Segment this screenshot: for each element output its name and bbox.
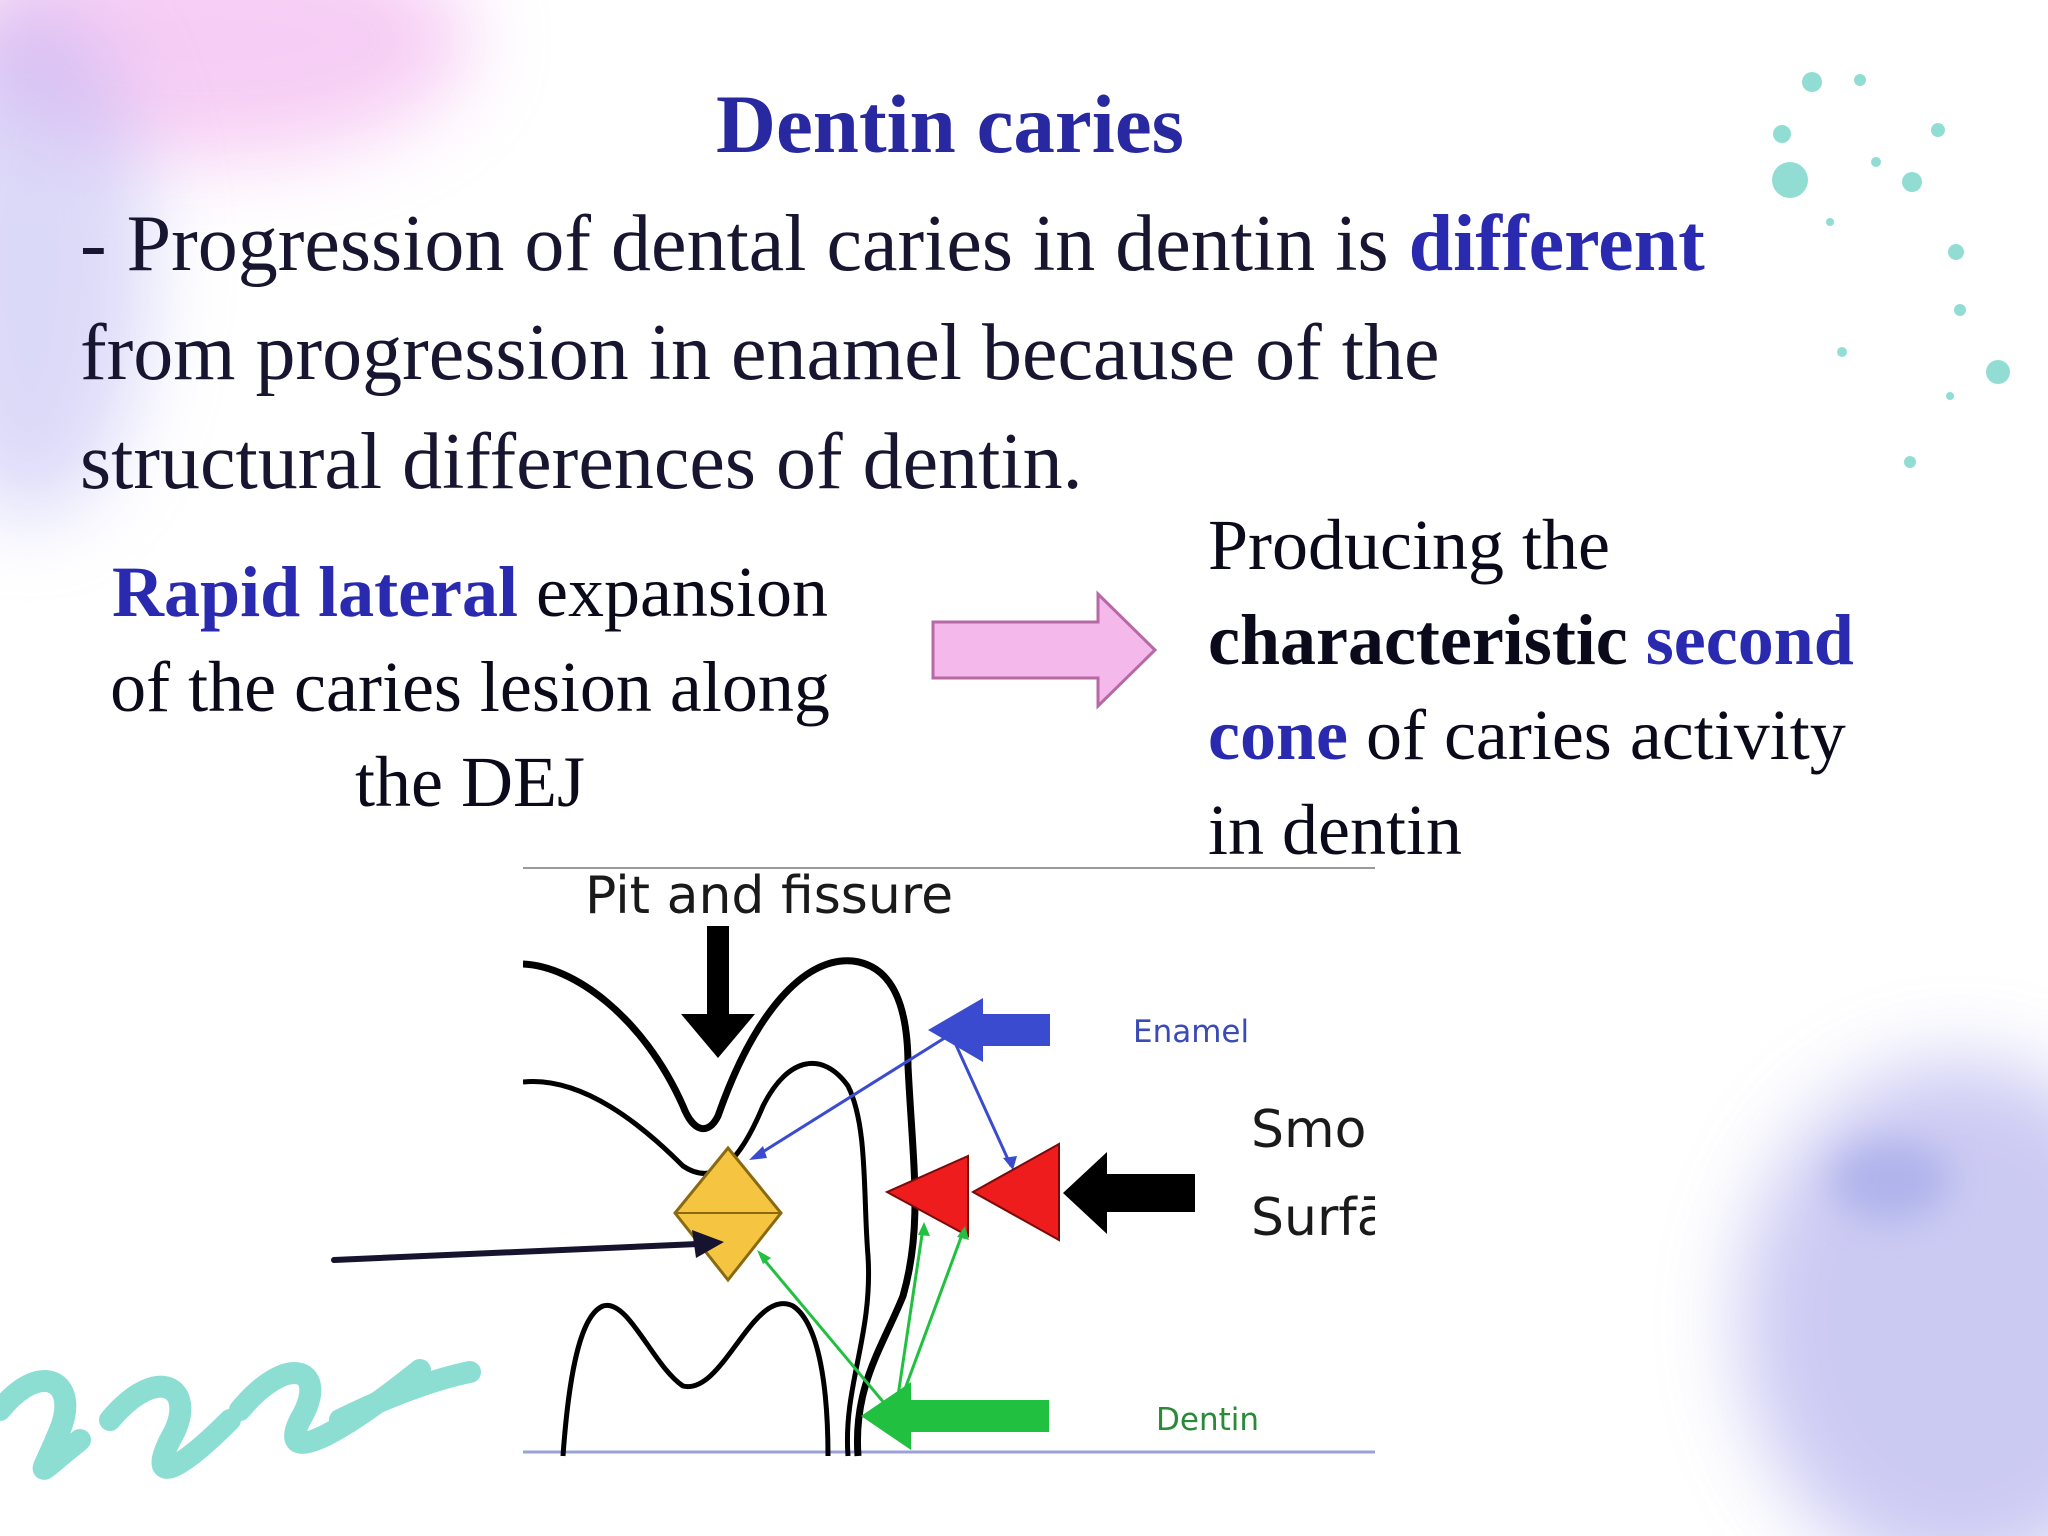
intro-line-3: structural differences of dentin. — [80, 418, 1083, 506]
right-line-3-rest: of caries activity — [1347, 695, 1846, 775]
smooth-surface-label-2: Surfā — [1251, 1188, 1375, 1248]
intro-line-2: from progression in enamel because of th… — [80, 309, 1440, 397]
right-arrow-icon — [931, 590, 1158, 710]
left-line-2: of the caries lesion along — [110, 647, 830, 727]
smooth-surface-label-1: Smo — [1251, 1100, 1367, 1160]
right-line-4: in dentin — [1208, 790, 1462, 870]
pointer-arrow-icon — [331, 1230, 724, 1263]
second-cone-text: Producing the characteristic second cone… — [1208, 498, 2008, 878]
left-line-3: the DEJ — [355, 742, 585, 822]
pit-and-fissure-label: Pit and fissure — [585, 866, 954, 926]
characteristic-word: characteristic — [1208, 600, 1628, 680]
tooth-caries-diagram: Pit and fissure Enamel Smo Surfā Dentin — [523, 866, 1375, 1458]
rapid-lateral-highlight: Rapid lateral — [112, 552, 519, 632]
cone-highlight: cone — [1208, 695, 1348, 775]
right-line-2: characteristic second — [1208, 593, 2008, 688]
enamel-label: Enamel — [1133, 1014, 1250, 1050]
intro-highlight-different: different — [1408, 200, 1705, 288]
left-line-1: Rapid lateral expansion — [40, 545, 900, 640]
intro-paragraph: - Progression of dental caries in dentin… — [80, 190, 1980, 517]
intro-line-1: - Progression of dental caries in dentin… — [80, 190, 1980, 299]
dentin-label: Dentin — [1156, 1402, 1260, 1438]
diagram-drawing — [523, 867, 1375, 1457]
lateral-expansion-text: Rapid lateral expansion of the caries le… — [40, 545, 900, 830]
right-line-1: Producing the — [1208, 505, 1610, 585]
left-line-1-rest: expansion — [518, 552, 828, 632]
slide-title: Dentin caries — [716, 78, 1184, 170]
second-highlight: second — [1645, 600, 1854, 680]
right-line-3: cone of caries activity — [1208, 688, 2008, 783]
intro-line-1-text: - Progression of dental caries in dentin… — [80, 200, 1409, 288]
